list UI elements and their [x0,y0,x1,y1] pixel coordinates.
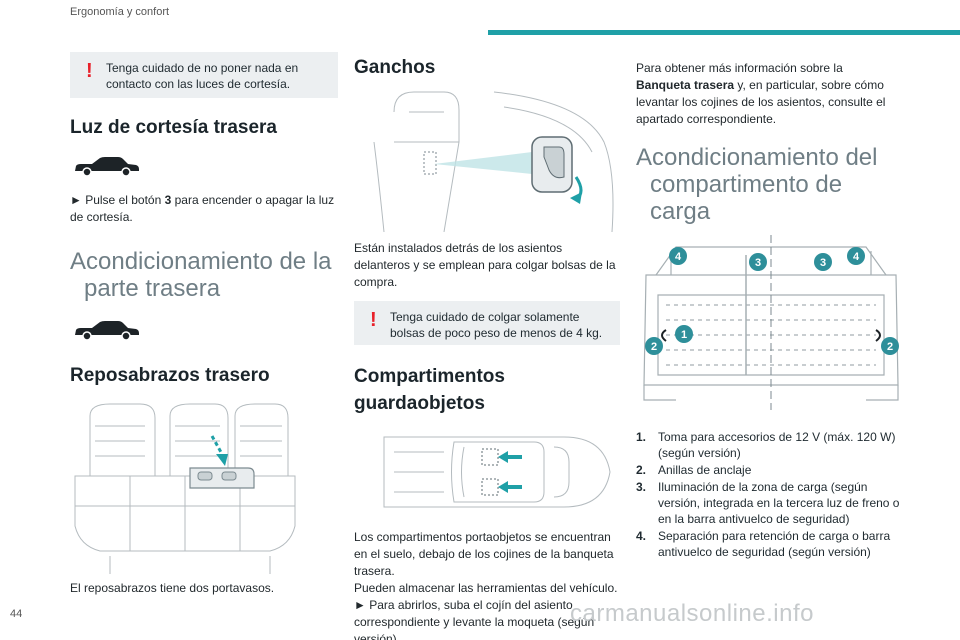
callout-4-right: 4 [847,247,865,265]
legend-item: 2. Anillas de anclaje [636,462,906,478]
legend-number: 1. [636,430,647,444]
legend-text: Iluminación de la zona de carga (según v… [658,480,900,526]
heading-hooks: Ganchos [354,57,436,78]
paragraph-hooks: Están instalados detrás de los asientos … [354,241,616,289]
car-silhouette-icon [75,321,139,341]
text-run: para encender o apagar la luz de cortesí… [70,193,335,224]
legend-text: Anillas de anclaje [658,463,752,477]
text-run: y, en particular, sobre cómo levantar lo… [636,78,886,126]
heading-line: Acondicionamiento del [636,144,878,171]
paragraph-armrest: El reposabrazos tiene dos portavasos. [70,581,275,595]
column-right: Para obtener más información sobre la Ba… [636,52,906,561]
heading-line: parte trasera [84,275,221,302]
heading-line: guardaobjetos [354,393,485,414]
page-number: 44 [10,608,23,620]
heading-line: Compartimentos [354,366,505,387]
heading-line: compartimento de carga [650,171,843,225]
exclamation-warning-icon: ! [86,60,93,82]
heading-line: Acondicionamiento de la [70,248,332,275]
heading-storage-compartments: Compartimentos guardaobjetos [354,363,620,417]
legend-number: 4. [636,529,647,543]
text-run: Para obtener más información sobre la [636,61,843,75]
hooks-illustration [373,91,614,232]
heading-rear-fitting: Acondicionamiento de la parte trasera [70,248,338,302]
cargo-compartment-illustration: 1 2 2 3 3 4 4 [643,235,899,410]
paragraph-rear-light: ► Pulse el botón 3 para encender o apaga… [70,192,338,226]
paragraph-rear-bench-info: Para obtener más información sobre la Ba… [636,60,894,128]
car-silhouette-icon [75,157,139,177]
svg-text:3: 3 [820,257,826,269]
warning-box-hooks: ! Tenga cuidado de colgar solamente bols… [354,301,620,345]
callout-3-left: 3 [749,253,767,271]
callout-2-right: 2 [881,337,899,355]
text-run: ► Pulse el botón [70,193,165,207]
button-number: 3 [164,193,172,207]
rear-armrest-illustration [74,403,296,574]
warning-text: Tenga cuidado de colgar solamente bolsas… [390,310,603,340]
section-title: Ergonomía y confort [70,6,170,18]
svg-text:2: 2 [887,341,893,353]
legend-item: 4. Separación para retención de carga o b… [636,528,906,560]
legend-number: 2. [636,463,647,477]
svg-text:3: 3 [755,257,761,269]
legend-item: 1. Toma para accesorios de 12 V (máx. 120… [636,429,906,461]
callout-4-left: 4 [669,247,687,265]
paragraph-compartments-open: ► Para abrirlos, suba el cojín del asien… [354,598,595,640]
legend-list: 1. Toma para accesorios de 12 V (máx. 120… [636,429,906,560]
svg-text:4: 4 [675,251,682,263]
heading-rear-courtesy-light: Luz de cortesía trasera [70,117,277,138]
callout-3-right: 3 [814,253,832,271]
legend-number: 3. [636,480,647,494]
storage-compartments-illustration [383,436,611,508]
callout-1: 1 [675,325,693,343]
heading-rear-armrest: Reposabrazos trasero [70,365,270,386]
legend-text: Separación para retención de carga o bar… [658,529,891,559]
column-left: ! Tenga cuidado de no poner nada en cont… [70,52,338,597]
svg-text:2: 2 [651,341,657,353]
exclamation-warning-icon: ! [370,309,377,331]
warning-text: Tenga cuidado de no poner nada en contac… [106,61,299,91]
callout-2-left: 2 [645,337,663,355]
heading-cargo-fitting: Acondicionamiento del compartimento de c… [636,144,906,225]
legend-item: 3. Iluminación de la zona de carga (según… [636,479,906,527]
header-accent-bar [488,30,960,35]
watermark: carmanualsonline.info [570,600,814,627]
text-bold: Banqueta trasera [636,78,735,92]
column-middle: Ganchos Están instalados detrás de los a… [354,52,620,640]
legend-text: Toma para accesorios de 12 V (máx. 120 W… [658,430,896,460]
paragraph-compartments-tools: Pueden almacenar las herramientas del ve… [354,581,618,595]
paragraph-compartments-location: Los compartimentos portaobjetos se encue… [354,530,614,578]
warning-box-courtesy-lights: ! Tenga cuidado de no poner nada en cont… [70,52,338,98]
svg-text:4: 4 [853,251,860,263]
svg-text:1: 1 [681,329,687,341]
